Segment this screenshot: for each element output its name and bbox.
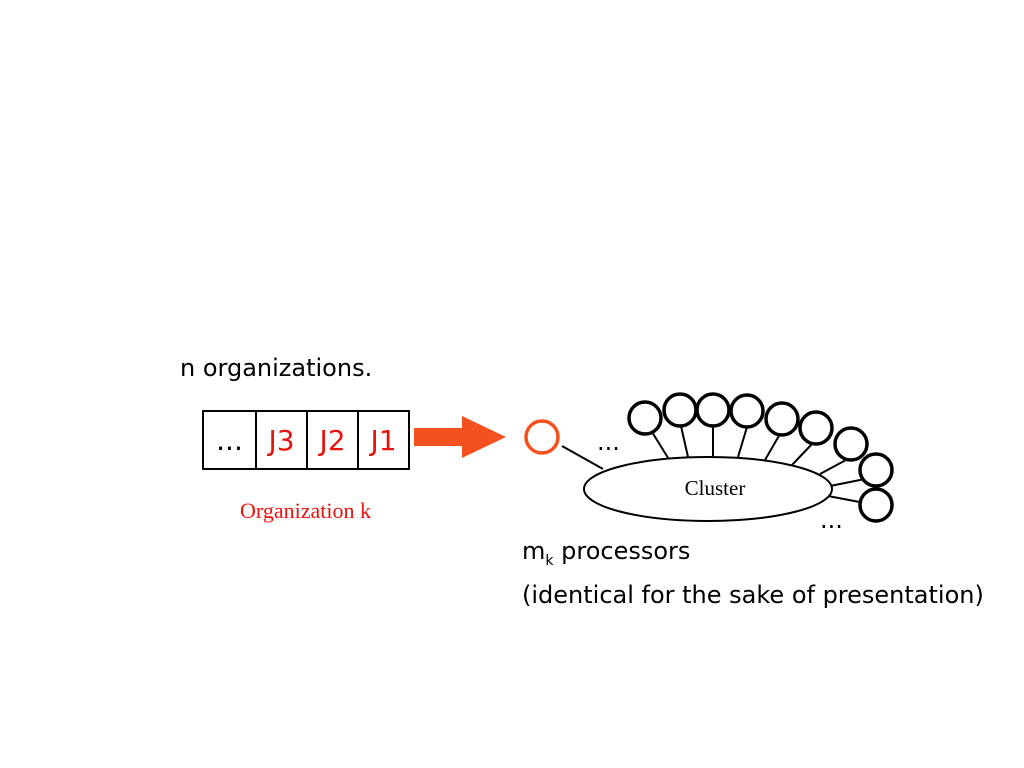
bottom-ellipsis: ... xyxy=(820,506,843,534)
top-ellipsis: ... xyxy=(597,428,620,456)
processors-subscript: k xyxy=(545,553,554,569)
processors-text: processors xyxy=(553,537,691,565)
processors-symbol: m xyxy=(522,537,546,565)
cluster-ellipse xyxy=(583,456,833,522)
incoming-job-circle xyxy=(524,419,560,455)
job-queue: ... J3 J2 J1 xyxy=(202,410,410,470)
queue-cell-job: J2 xyxy=(306,412,357,468)
organization-label: Organization k xyxy=(240,498,371,523)
processors-note: (identical for the sake of presentation) xyxy=(522,581,984,609)
processors-label: mk processors (identical for the sake of… xyxy=(522,534,984,612)
processor-circle xyxy=(858,487,894,523)
cluster-label: Cluster xyxy=(685,476,746,500)
processor-circle xyxy=(627,400,663,436)
queue-cell-job: J1 xyxy=(357,412,408,468)
processor-circle xyxy=(662,392,698,428)
processors-line: mk processors xyxy=(522,534,984,578)
processor-circle xyxy=(858,452,894,488)
heading: n organizations. xyxy=(180,354,373,382)
connector-line xyxy=(561,445,604,470)
queue-cell-job: J3 xyxy=(255,412,306,468)
processor-circle xyxy=(798,410,834,446)
processor-circle xyxy=(833,426,869,462)
processor-circle xyxy=(764,401,800,437)
processor-circle xyxy=(729,393,765,429)
processor-circles xyxy=(627,392,894,523)
submit-arrow-icon xyxy=(414,416,506,458)
processor-circle xyxy=(695,392,731,428)
queue-cell-ellipsis: ... xyxy=(216,423,243,457)
